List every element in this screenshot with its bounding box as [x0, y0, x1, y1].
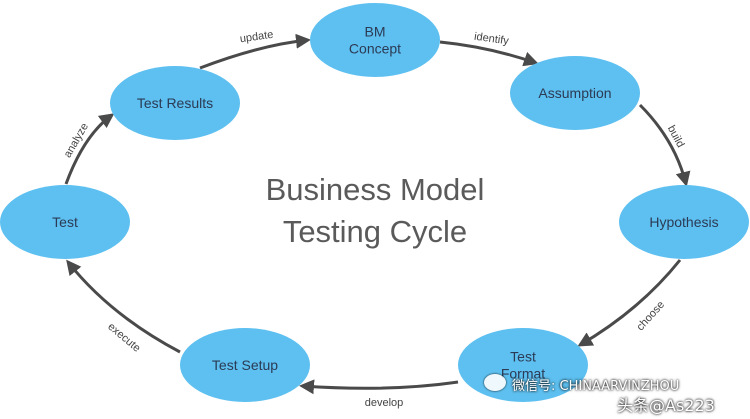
edge-label-update: update [239, 29, 274, 46]
edge-label-develop: develop [365, 397, 404, 409]
node-test: Test [0, 185, 130, 259]
edge-label-build: build [665, 124, 687, 150]
node-label-hypothesis-0: Hypothesis [649, 214, 718, 230]
node-label-assumption-0: Assumption [538, 85, 611, 101]
edge-arrow-hypothesis-to-test-format [577, 259, 682, 347]
node-label-test-setup-0: Test Setup [212, 357, 278, 373]
node-label-test-format-0: Test [510, 349, 536, 365]
node-shape-test [0, 185, 130, 259]
watermark-line-1: 微信号: CHINAARVINZHOU [512, 379, 680, 394]
node-label-bm-concept-1: Concept [349, 41, 401, 57]
node-test-setup: Test Setup [180, 328, 310, 402]
node-label-bm-concept-0: BM [365, 24, 386, 40]
edge-arrow-test-results-to-bm-concept [199, 33, 311, 70]
edge-arrow-bm-concept-to-assumption [439, 40, 539, 67]
node-shape-bm-concept [310, 3, 440, 77]
diagram-title: Business Model Testing Cycle [266, 172, 485, 249]
node-label-test-format-1: Format [501, 366, 545, 382]
edge-label-identify: identify [473, 31, 510, 48]
node-label-test-results-0: Test Results [137, 95, 213, 111]
node-hypothesis: Hypothesis [619, 185, 749, 259]
wechat-icon [484, 374, 506, 391]
node-shape-test-setup [180, 328, 310, 402]
watermark-line-2: 头条@As223 [617, 396, 715, 415]
node-shape-test-results [110, 66, 240, 140]
edge-arrow-test-setup-to-test [66, 259, 181, 354]
nodes: BMConceptAssumptionHypothesisTestFormatT… [0, 3, 749, 402]
node-label-test-0: Test [52, 214, 78, 230]
node-test-results: Test Results [110, 66, 240, 140]
node-shape-hypothesis [619, 185, 749, 259]
edge-arrow-assumption-to-hypothesis [638, 103, 691, 187]
node-assumption: Assumption [510, 56, 640, 130]
title-line-2: Testing Cycle [283, 214, 467, 249]
edge-arrow-test-to-test-results [64, 113, 115, 185]
edge-arrow-test-format-to-test-setup [299, 379, 459, 395]
title-line-1: Business Model [266, 172, 485, 207]
node-shape-assumption [510, 56, 640, 130]
